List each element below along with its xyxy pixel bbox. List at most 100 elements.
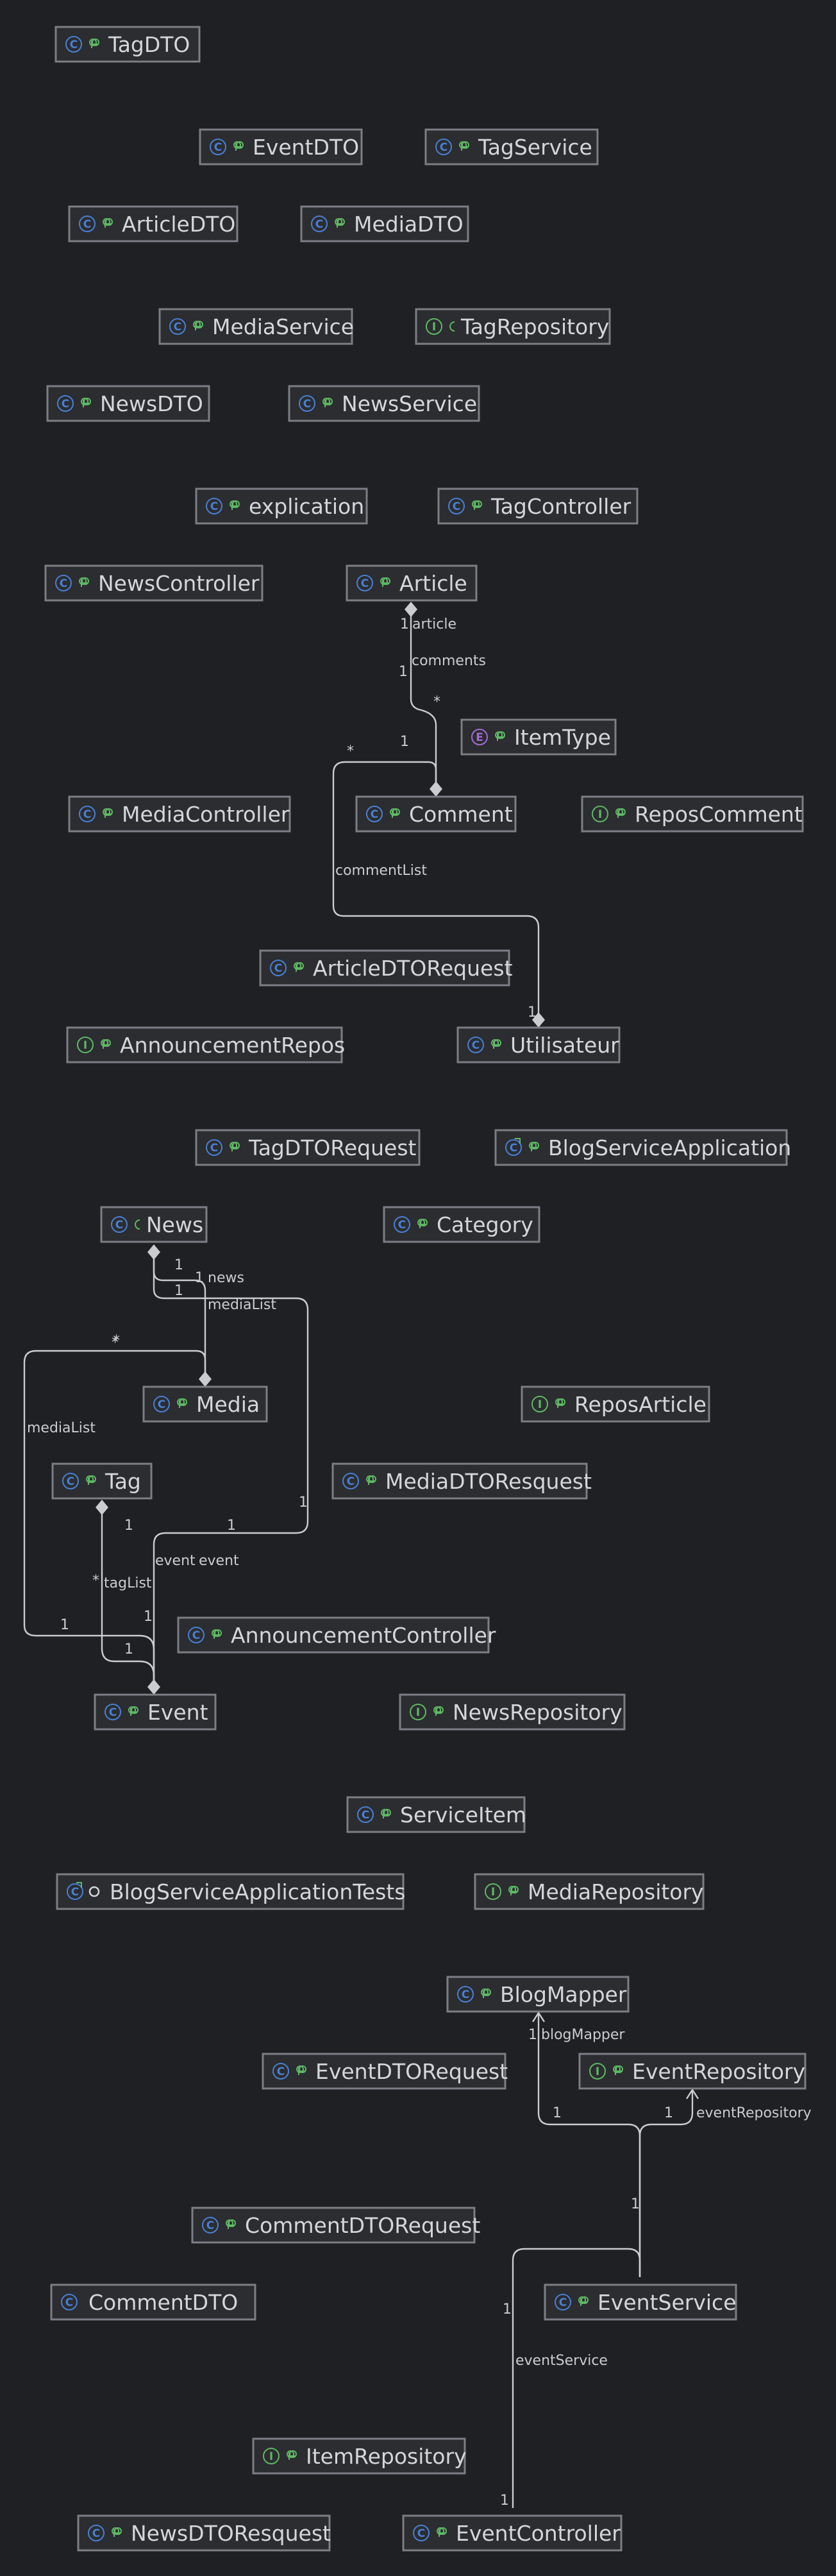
class-node-box (355, 795, 517, 833)
public-visibility-icon (508, 1886, 519, 1895)
edge-label: * (92, 1573, 99, 1589)
edge-label: tagList (104, 1575, 152, 1591)
public-visibility-icon (89, 38, 99, 48)
class-node-tag-dto[interactable]: C TagDTO (54, 26, 201, 63)
edge-label: * (113, 1333, 120, 1349)
class-icon: C (356, 575, 373, 591)
class-node-announcement-repos[interactable]: I AnnouncementRepos (66, 1026, 345, 1063)
class-node-event-dtorequest[interactable]: C EventDTORequest (262, 2053, 508, 2090)
class-icon: C (79, 216, 96, 232)
class-node-name: TagDTO (108, 32, 190, 57)
class-node-name: EventDTORequest (315, 2059, 508, 2084)
edge-label: * (347, 743, 354, 759)
edge-news-event (153, 1252, 309, 1687)
edge-label: article (412, 616, 456, 632)
class-node-utilisateur[interactable]: C Utilisateur (456, 1026, 621, 1063)
public-visibility-icon (417, 1219, 428, 1228)
composition-diamond-icon (532, 1012, 545, 1028)
svg-text:C: C (210, 1142, 218, 1155)
class-icon: C (104, 1704, 121, 1720)
svg-text:C: C (303, 398, 311, 411)
interface-icon: I (77, 1037, 94, 1053)
class-icon: C (435, 139, 452, 155)
class-node-name: ServiceItem (400, 1802, 526, 1827)
private-visibility-icon (88, 1886, 100, 1897)
class-node-box (54, 26, 201, 63)
class-icon: C (272, 2063, 289, 2080)
class-node-box (177, 1616, 490, 1654)
class-icon: C (357, 1806, 374, 1823)
class-node-box (446, 1976, 630, 2013)
svg-text:C: C (398, 1219, 406, 1232)
public-visibility-icon (233, 141, 244, 151)
class-icon: C (206, 1139, 222, 1156)
public-visibility-icon (112, 2527, 122, 2537)
public-visibility-icon (177, 1398, 187, 1408)
class-icon: C (342, 1473, 359, 1489)
edge-label: commentList (335, 863, 427, 879)
svg-text:C: C (371, 808, 378, 821)
interface-icon: I (485, 1883, 501, 1900)
svg-text:C: C (70, 38, 78, 51)
class-icon: C (169, 318, 186, 335)
class-node-name: AnnouncementRepos (120, 1033, 345, 1058)
class-icon: C (366, 806, 383, 822)
class-node-name: TagDTORequest (248, 1135, 417, 1160)
edge-label: 1 (528, 2027, 537, 2043)
svg-text:C: C (158, 1398, 165, 1411)
class-node-box (66, 1026, 343, 1063)
class-node-box (50, 2284, 256, 2321)
edge-label: * (112, 1335, 119, 1351)
class-node-box (191, 2207, 476, 2244)
class-node-service-item[interactable]: C ServiceItem (346, 1796, 526, 1833)
svg-text:C: C (453, 500, 460, 513)
class-node-name: NewsController (98, 571, 260, 596)
edge-label: 1 (503, 2301, 512, 2318)
class-node-name: Utilisateur (510, 1033, 619, 1058)
class-icon: C (413, 2525, 430, 2541)
class-node-tag-dtorequest[interactable]: C TagDTORequest (195, 1129, 421, 1166)
class-node-name: ArticleDTORequest (313, 956, 513, 981)
edge-label: 1 (144, 1609, 153, 1625)
svg-text:C: C (472, 1039, 480, 1052)
public-visibility-icon (578, 2296, 589, 2306)
svg-text:C: C (109, 1706, 117, 1719)
